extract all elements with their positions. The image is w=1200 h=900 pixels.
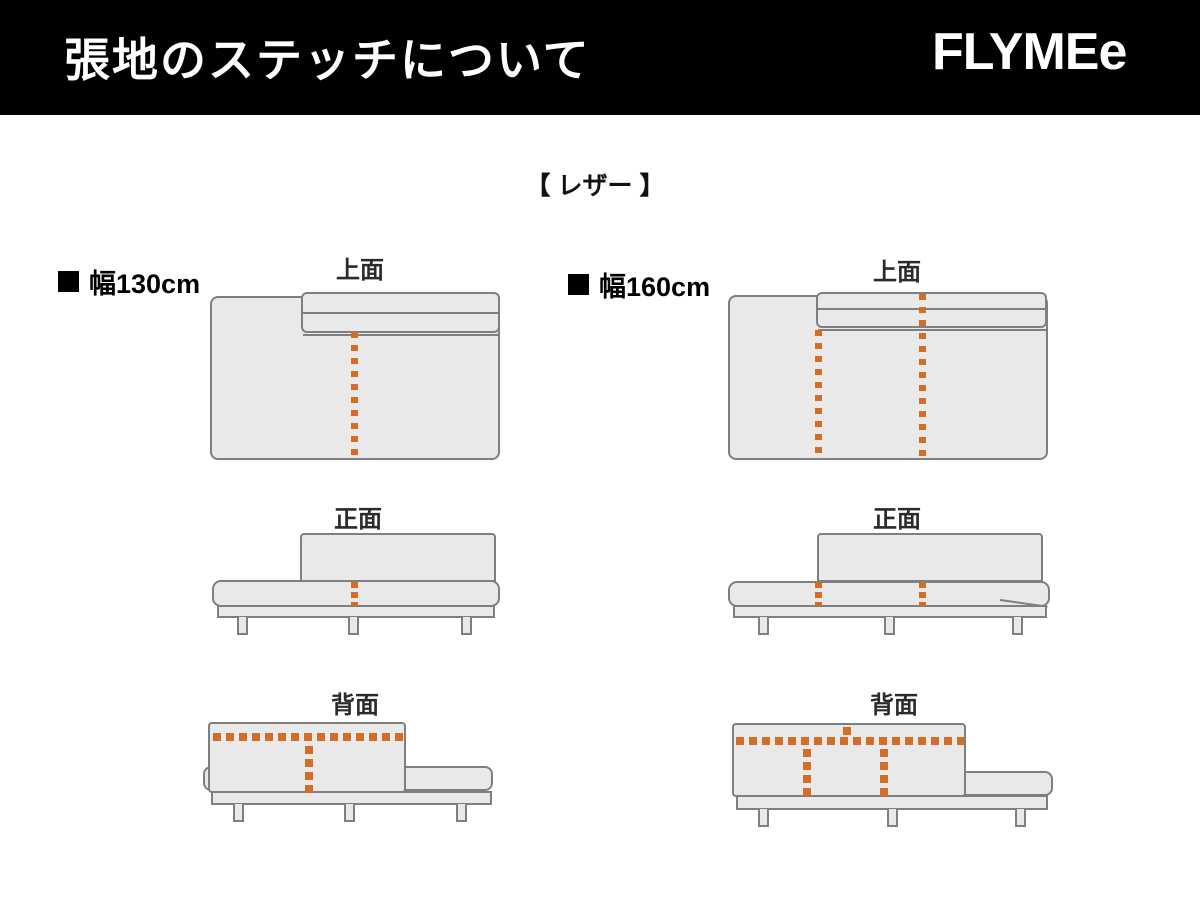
stitch-line-vertical [351,332,358,458]
leg [887,809,898,827]
seat [728,581,1050,607]
seat-edge-line [818,329,1047,331]
stitch-line-vertical-center [919,582,926,606]
leg [233,804,244,822]
view-label-front-130: 正面 [334,506,382,533]
column-header-130cm: 幅130cm [58,262,200,301]
leg [758,617,769,635]
stitch-line-vertical-left [815,330,822,458]
leg [237,617,248,635]
stitch-line-vertical-left [803,749,811,797]
section-title-leather: 【 レザー 】 [525,172,665,200]
leg [1015,809,1026,827]
seat [955,771,1053,796]
leg [344,804,355,822]
stitch-line-horizontal [736,737,964,745]
stitch-line-vertical [305,746,313,794]
backrest [732,723,966,797]
column-header-160cm: 幅160cm [568,265,710,304]
backrest-seam-line [303,312,498,314]
header-bar: 張地のステッチについて FLYMEe [0,0,1200,115]
backrest-panel [816,292,1047,328]
page-title: 張地のステッチについて [64,34,591,86]
stitch-line-horizontal [213,733,403,741]
stitch-dash-top-center [843,727,851,735]
bullet-square-icon [568,274,589,295]
seat-edge-line [303,334,499,336]
base-frame [736,795,1048,810]
stitch-line-vertical-center [880,749,888,797]
stitch-line-vertical [351,582,358,606]
view-label-front-160: 正面 [873,506,921,533]
view-label-top-160: 上面 [873,259,921,286]
backrest-seam-line [818,308,1045,310]
backrest [817,533,1043,582]
stitch-line-vertical-center [919,294,926,458]
leg [456,804,467,822]
view-label-back-130: 背面 [331,692,379,719]
backrest [300,533,496,582]
view-label-back-160: 背面 [870,692,918,719]
leg [758,809,769,827]
flymee-logo: FLYMEe [932,23,1127,81]
bullet-square-icon [58,271,79,292]
column-label: 幅130cm [89,269,201,299]
base-frame [211,791,492,805]
column-label: 幅160cm [599,272,711,302]
leg [461,617,472,635]
view-label-top-130: 上面 [336,257,384,284]
leg [348,617,359,635]
leg [884,617,895,635]
leg [1012,617,1023,635]
stitch-line-vertical-left [815,582,822,606]
